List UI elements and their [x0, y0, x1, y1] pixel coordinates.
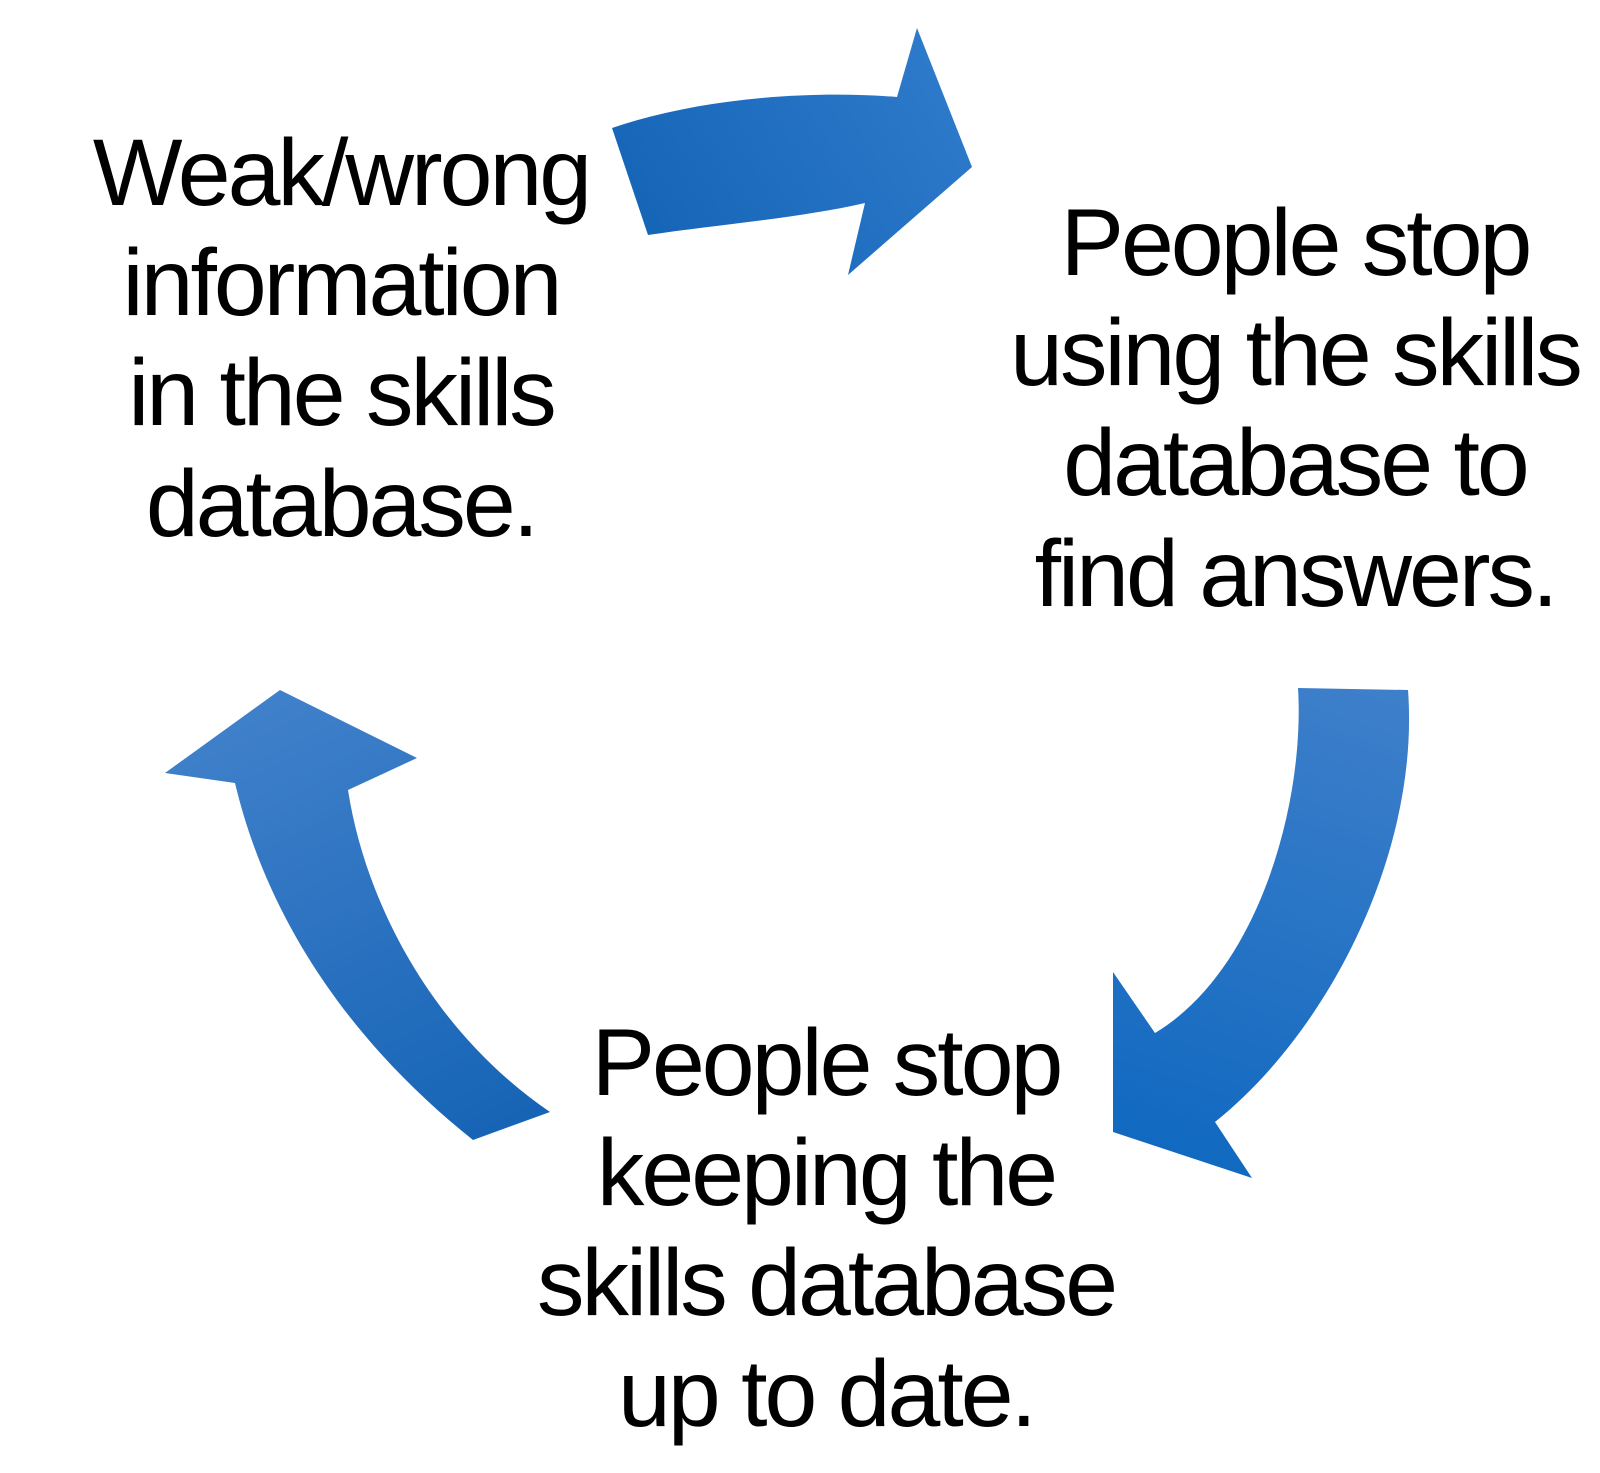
cycle-arrow-right-icon: [1113, 688, 1410, 1178]
node-weak-information: Weak/wrong information in the skills dat…: [92, 120, 592, 557]
node-people-stop-using: People stop using the skills database to…: [1010, 190, 1583, 627]
cycle-arrow-left-icon: [165, 690, 550, 1140]
node-people-stop-updating: People stop keeping the skills database …: [536, 1010, 1118, 1447]
cycle-arrow-top-icon: [612, 28, 972, 275]
